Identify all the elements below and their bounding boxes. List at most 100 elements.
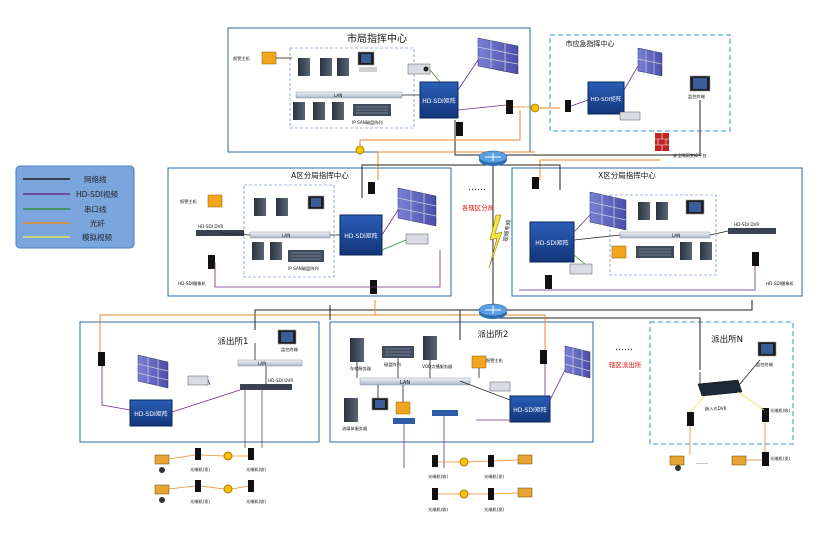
optical-receiver-icon — [432, 488, 438, 500]
vod-server-icon — [423, 336, 437, 360]
camera-icon — [669, 455, 685, 466]
video-wall-icon — [397, 187, 437, 227]
matrix-icon — [529, 221, 575, 263]
decoder-icon — [432, 410, 458, 416]
optical-rx-label: 光端机(收) — [246, 498, 266, 505]
camera-icon — [154, 454, 170, 465]
encoder-icon — [752, 252, 759, 266]
optical-transmitter-icon — [195, 480, 201, 492]
camera-label: HD-SDI摄像机 — [178, 280, 206, 287]
server-icon — [700, 242, 712, 260]
matrix-icon — [509, 395, 551, 423]
matrix-label: HD-SDI矩阵 — [422, 97, 456, 105]
lan-label: LAN — [672, 233, 680, 238]
dots-station: …… — [615, 343, 633, 353]
keyboard-icon — [569, 263, 593, 275]
server-icon — [332, 102, 344, 120]
server-icon — [254, 198, 266, 216]
encoder-icon — [532, 177, 539, 189]
camera-dots: …… — [696, 459, 708, 466]
station-2-cameras: 光端机(收) 光端机(发) 光端机(收) 光端机(发) — [428, 454, 533, 513]
alarm-host-icon — [611, 245, 627, 259]
optical-tx-label: 光端机(发) — [770, 455, 790, 462]
mgmt-server-icon — [298, 58, 310, 76]
station-n-devices: 监控终端 嵌入式DVR 光端机(收) — [687, 341, 790, 455]
decoder-icon — [395, 401, 411, 415]
optical-rx-label: 光端机(收) — [246, 466, 266, 473]
alarm-host-label: 报警主机 — [180, 198, 198, 205]
encoder-icon — [456, 122, 463, 136]
encoder-icon — [545, 275, 552, 289]
server-icon — [313, 102, 325, 120]
firewall-icon — [655, 133, 669, 151]
matrix-icon — [129, 399, 173, 427]
server-icon — [656, 202, 668, 220]
video-wall-icon — [564, 345, 591, 379]
video-wall-icon — [589, 191, 627, 231]
alarm-host-icon — [261, 51, 277, 65]
disk-array-label: 磁盘阵列 — [384, 361, 401, 368]
station-2-box — [329, 321, 594, 443]
lan-bar — [619, 231, 711, 239]
server-icon — [293, 102, 305, 120]
camera-icon — [517, 454, 533, 465]
router-icon — [478, 303, 508, 319]
encoder-icon — [98, 352, 105, 366]
monitor-network-label: 视频专网 — [501, 219, 513, 243]
ipsan-label: IP SAN磁盘阵列 — [352, 119, 383, 126]
station-2-devices: 存储服务器 磁盘阵列 VOD点播服务器 报警主机 LAN 流媒体服务器 HD-S… — [342, 336, 591, 468]
dvr-label: HD-SDI DVR — [268, 378, 293, 383]
lan-bar — [359, 377, 471, 386]
dvr-icon — [728, 228, 776, 234]
video-wall-icon — [137, 354, 169, 389]
district-x-box — [511, 167, 803, 297]
dvr-label: HD-SDI DVR — [734, 222, 759, 227]
client-label: 监控终端 — [688, 93, 705, 100]
server-icon — [270, 242, 282, 260]
keyboard-icon — [187, 375, 209, 386]
legend-analog: 模拟视频 — [82, 232, 112, 242]
matrix-label: HD-SDI矩阵 — [134, 410, 168, 418]
station-1-devices: HD-SDI矩阵 监控终端 LAN HD-SDI DVR — [98, 329, 303, 448]
lan-bar — [295, 91, 403, 99]
lan-label: LAN — [258, 361, 266, 366]
optical-tx-label: 光端机(发) — [484, 506, 504, 513]
district-x-devices: HD-SDI矩阵 LAN HD-SDI DVR HD-SDI摄像机 — [519, 177, 794, 291]
optical-rx-label: 光端机(收) — [770, 407, 790, 414]
emergency-center-box — [549, 34, 731, 132]
server-icon — [276, 198, 288, 216]
stream-server-icon — [320, 58, 332, 76]
optical-receiver-icon — [248, 480, 254, 492]
lan-label: LAN — [334, 93, 342, 98]
optical-tx-label: 光端机(发) — [484, 473, 504, 480]
encoder-icon — [565, 100, 571, 112]
client-label: 监控终端 — [281, 346, 298, 353]
storage-server-icon — [337, 58, 349, 76]
encoder-icon — [208, 255, 215, 269]
server-icon — [638, 202, 650, 220]
optical-transmitter-icon — [195, 448, 201, 460]
decoder-icon — [393, 418, 415, 424]
legend-fiber: 光纤 — [90, 218, 105, 228]
client-label: 监控终端 — [756, 361, 773, 368]
legend-serial: 串口线 — [84, 204, 107, 214]
embedded-dvr-icon — [697, 379, 743, 397]
optical-transmitter-icon — [762, 452, 769, 466]
lan-label: LAN — [400, 380, 410, 386]
lightning-icon — [488, 214, 503, 269]
encoder-icon — [540, 350, 547, 364]
lan-bar — [237, 359, 303, 367]
keyboard-icon — [407, 63, 431, 75]
station-n-box — [649, 321, 794, 445]
encoder-icon — [368, 182, 375, 194]
station-n-cameras: …… 光端机(发) — [669, 452, 790, 471]
station-1-box — [79, 321, 320, 443]
matrix-label: HD-SDI矩阵 — [535, 239, 569, 247]
city-center-devices: 报警主机 LAN IP SAN磁盘阵列 HD-SDI矩阵 — [233, 37, 519, 136]
dvr-icon — [240, 384, 292, 390]
server-icon — [252, 242, 264, 260]
server-icon — [680, 242, 692, 260]
alarm-host-label: 报警主机 — [486, 357, 504, 364]
optical-transmitter-icon — [488, 488, 494, 500]
